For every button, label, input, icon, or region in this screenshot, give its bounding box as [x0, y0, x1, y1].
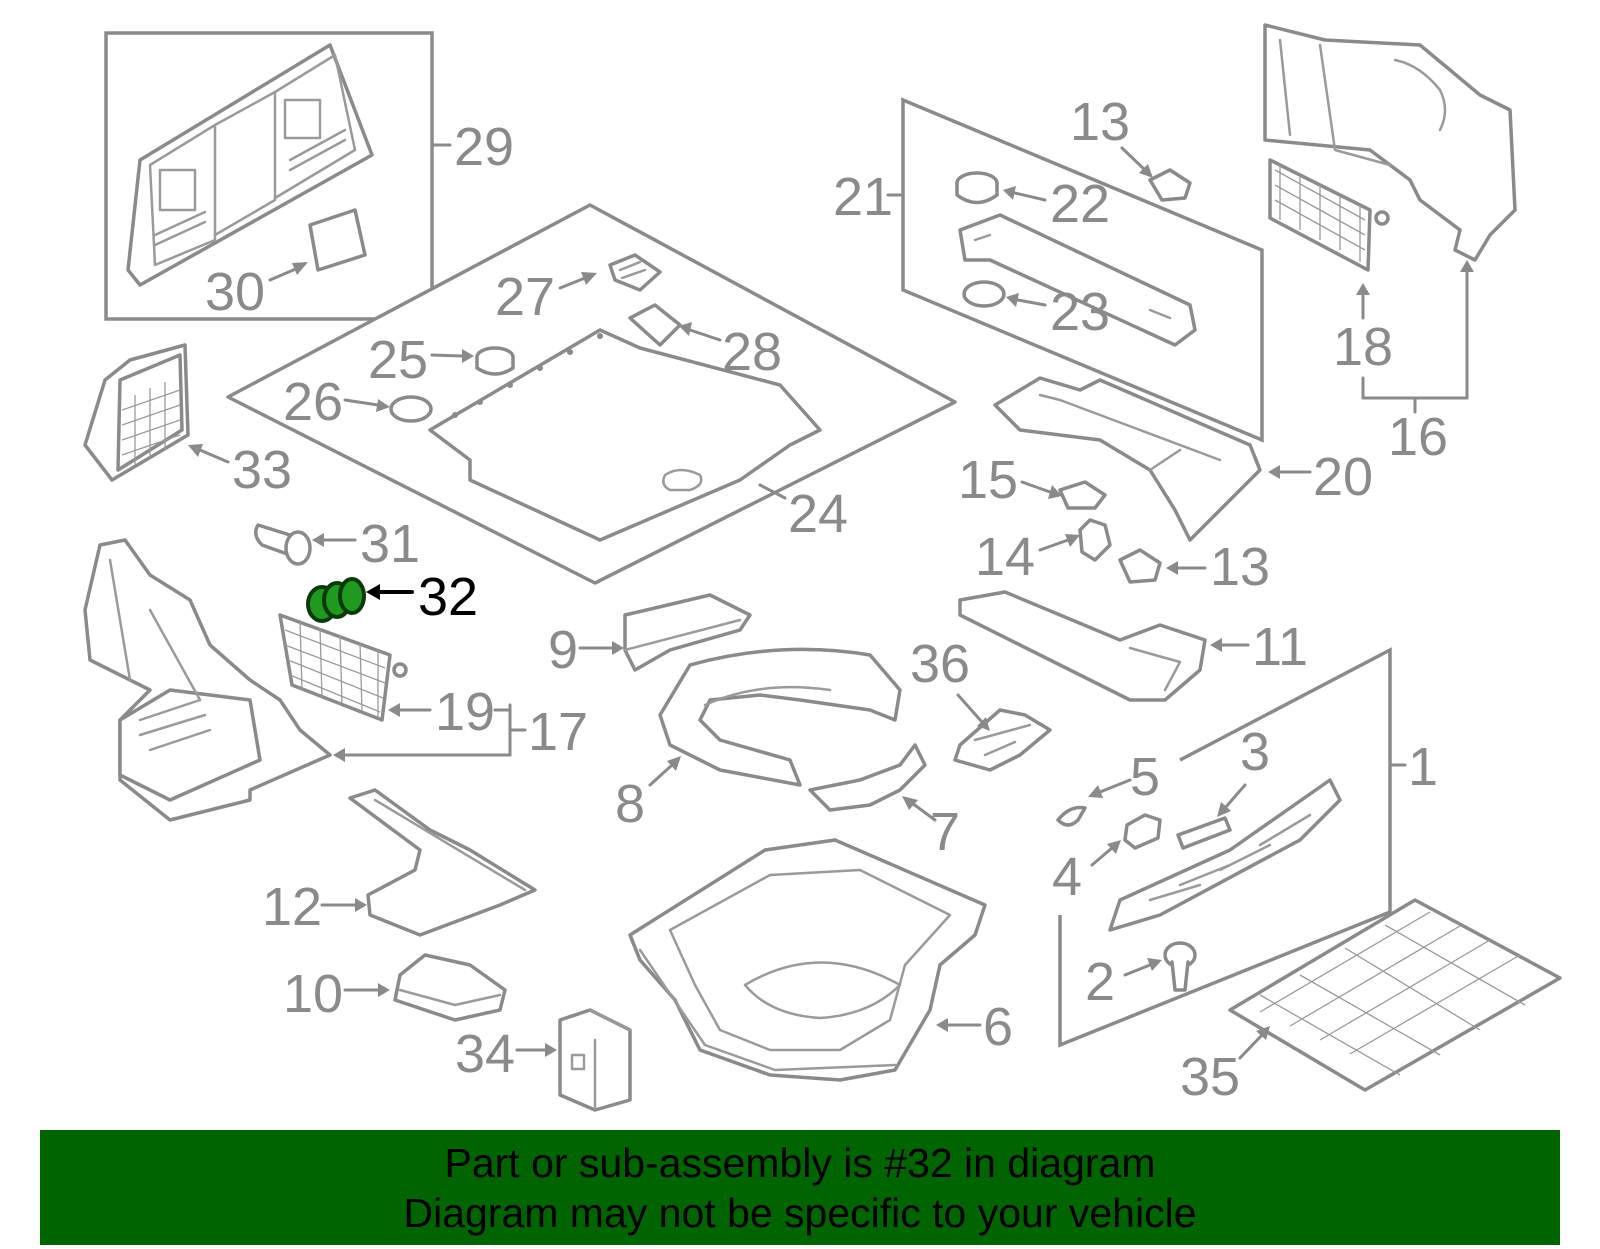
- callout-22: 22: [1050, 174, 1110, 234]
- callout-11: 11: [1252, 617, 1308, 677]
- part-31-bolt: [254, 523, 312, 566]
- callout-29: 29: [454, 117, 514, 177]
- part-13-clip-top: [1148, 168, 1192, 202]
- callout-31: 31: [360, 514, 420, 574]
- part-13-clip-bottom: [1118, 548, 1162, 584]
- part-29-panel-group: [104, 31, 434, 321]
- part-16-side-trim-right: [1263, 23, 1517, 272]
- part-10-cover: [393, 953, 507, 1022]
- callout-19: 19: [435, 682, 495, 742]
- callout-28: 28: [722, 322, 782, 382]
- callout-5: 5: [1130, 747, 1160, 807]
- part-7-insert: [808, 743, 927, 812]
- part-14-clip: [1078, 518, 1112, 562]
- part-34-module: [558, 1008, 632, 1112]
- part-17-side-trim-left: [83, 538, 332, 822]
- callout-6: 6: [983, 997, 1013, 1057]
- part-8-insert: [658, 647, 902, 787]
- callout-1: 1: [1408, 737, 1438, 797]
- banner-line-part-number: Part or sub-assembly is #32 in diagram: [444, 1139, 1156, 1186]
- part-32-highlighted: [306, 577, 366, 623]
- callout-32-highlighted: 32: [418, 567, 478, 627]
- callout-13-bottom: 13: [1210, 537, 1270, 597]
- part-4-clip: [1123, 813, 1162, 850]
- callout-12: 12: [262, 877, 322, 937]
- info-banner: Part or sub-assembly is #32 in diagram D…: [40, 1130, 1560, 1245]
- callout-2: 2: [1085, 952, 1115, 1012]
- callout-23: 23: [1050, 282, 1110, 342]
- part-35-cargo-net: [1228, 898, 1562, 1092]
- callout-20: 20: [1313, 447, 1373, 507]
- callout-36: 36: [910, 634, 970, 694]
- callout-33: 33: [232, 440, 292, 500]
- part-26-seal: [389, 395, 433, 423]
- callout-21: 21: [833, 167, 893, 227]
- part-21-bracket-group: [901, 97, 1264, 443]
- callout-27: 27: [495, 267, 555, 327]
- callout-17: 17: [528, 702, 588, 762]
- part-9-cover: [623, 593, 752, 672]
- part-33-vent: [83, 343, 190, 482]
- part-1-sill-group: [1058, 647, 1392, 1048]
- callout-14: 14: [975, 527, 1035, 587]
- part-5-clip: [1056, 805, 1087, 827]
- part-19-net-left: [278, 613, 408, 722]
- part-25-plug: [475, 346, 515, 376]
- callout-7: 7: [930, 802, 960, 862]
- part-11-bracket: [958, 590, 1207, 702]
- part-28-cover: [628, 303, 682, 347]
- callout-3: 3: [1240, 722, 1270, 782]
- callout-34: 34: [455, 1024, 515, 1084]
- callout-10: 10: [283, 964, 343, 1024]
- callout-30: 30: [205, 262, 265, 322]
- part-15-clip: [1058, 480, 1107, 510]
- callout-numbers: 29 30 27 28 25 26 24 33 31 32 19 17 9 8 …: [205, 92, 1448, 1107]
- callout-leaders: [188, 143, 1474, 1060]
- part-24-floor-panel: [226, 203, 957, 585]
- part-27-cover: [608, 253, 662, 292]
- part-20-bracket: [993, 376, 1262, 542]
- callout-4: 4: [1052, 847, 1082, 907]
- callout-24: 24: [788, 484, 848, 544]
- callout-25: 25: [368, 330, 428, 390]
- callout-8: 8: [615, 774, 645, 834]
- part-6-spare-wheel-tub: [628, 838, 987, 1082]
- banner-line-disclaimer: Diagram may not be specific to your vehi…: [403, 1189, 1197, 1236]
- callout-18: 18: [1333, 317, 1393, 377]
- callout-9: 9: [548, 620, 578, 680]
- callout-26: 26: [283, 372, 343, 432]
- part-12-bracket: [348, 788, 537, 937]
- callout-16: 16: [1388, 407, 1448, 467]
- callout-13-top: 13: [1070, 92, 1130, 152]
- callout-15: 15: [958, 450, 1018, 510]
- callout-35: 35: [1180, 1047, 1240, 1107]
- part-36-hook: [953, 708, 1052, 772]
- part-2-push-pin: [1163, 941, 1197, 992]
